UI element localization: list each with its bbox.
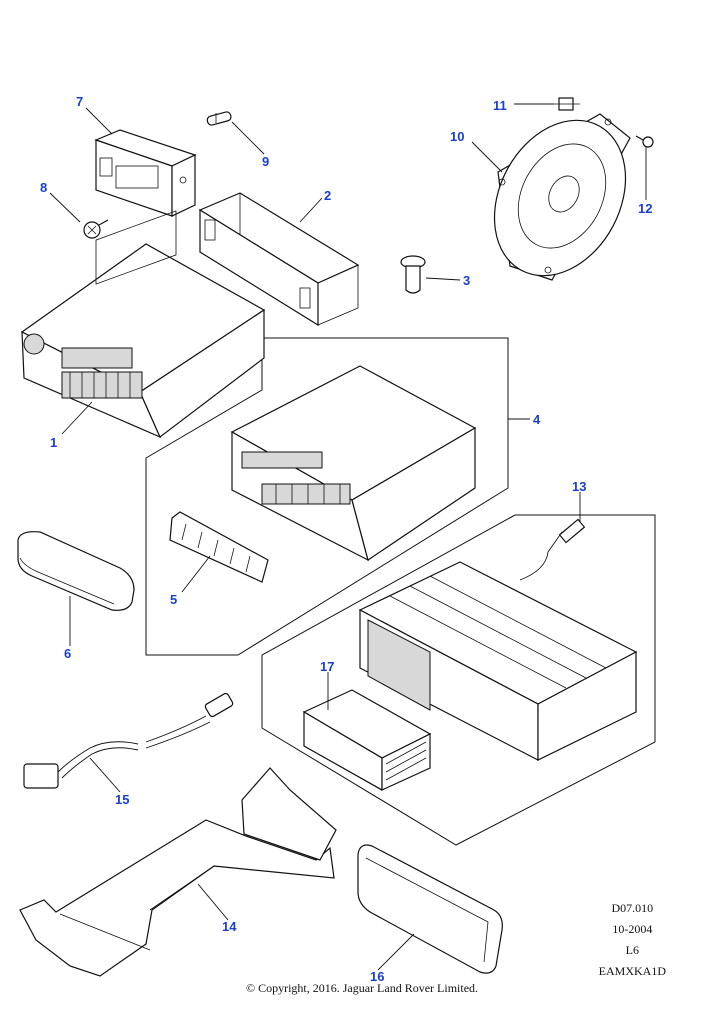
callout-14: 14 <box>222 919 237 934</box>
part-13-cd-changer <box>358 518 638 761</box>
part-17-cd-magazine <box>302 689 432 792</box>
part-4-radio-unit <box>230 365 477 562</box>
group-frame-4 <box>145 337 509 656</box>
callout-7: 7 <box>76 94 83 109</box>
reference-level: L6 <box>625 943 639 957</box>
part-16-cover <box>357 844 503 974</box>
group-frame-13 <box>261 514 656 846</box>
reference-code: D07.010 <box>611 901 654 915</box>
part-6-trim-pad <box>17 531 135 611</box>
part-14-tray-bracket <box>19 767 337 977</box>
callout-8: 8 <box>40 180 47 195</box>
callout-13: 13 <box>572 479 586 494</box>
reference-date: 10-2004 <box>612 922 653 936</box>
part-10-speaker <box>493 113 631 281</box>
part-15-cable <box>23 692 234 789</box>
callout-6: 6 <box>64 646 71 661</box>
callout-3: 3 <box>463 273 470 288</box>
part-8-screw <box>83 219 109 239</box>
part-11-clip <box>552 97 580 111</box>
callout-9: 9 <box>262 154 269 169</box>
part-12-screw <box>635 135 654 148</box>
part-7-switch-pack <box>94 129 197 217</box>
callout-10: 10 <box>450 129 464 144</box>
callout-15: 15 <box>115 792 129 807</box>
callout-5: 5 <box>170 592 177 607</box>
reference-id: EAMXKA1D <box>598 964 666 978</box>
copyright-notice: © Copyright, 2016. Jaguar Land Rover Lim… <box>245 981 479 995</box>
callout-17: 17 <box>320 659 334 674</box>
part-5-button-strip <box>169 511 269 583</box>
part-3-plug <box>400 255 426 294</box>
reference-stamp: D07.010 10-2004 L6 EAMXKA1D <box>599 898 666 982</box>
part-9-bulb <box>206 111 232 126</box>
leader-lines <box>49 103 647 971</box>
callout-11: 11 <box>493 98 507 113</box>
callout-16: 16 <box>370 969 384 984</box>
callout-4: 4 <box>533 412 541 427</box>
callout-2: 2 <box>324 188 331 203</box>
callout-1: 1 <box>50 435 57 450</box>
part-1-radio-cassette <box>20 210 266 439</box>
callout-12: 12 <box>638 201 652 216</box>
part-2-mounting-cage <box>198 192 360 327</box>
